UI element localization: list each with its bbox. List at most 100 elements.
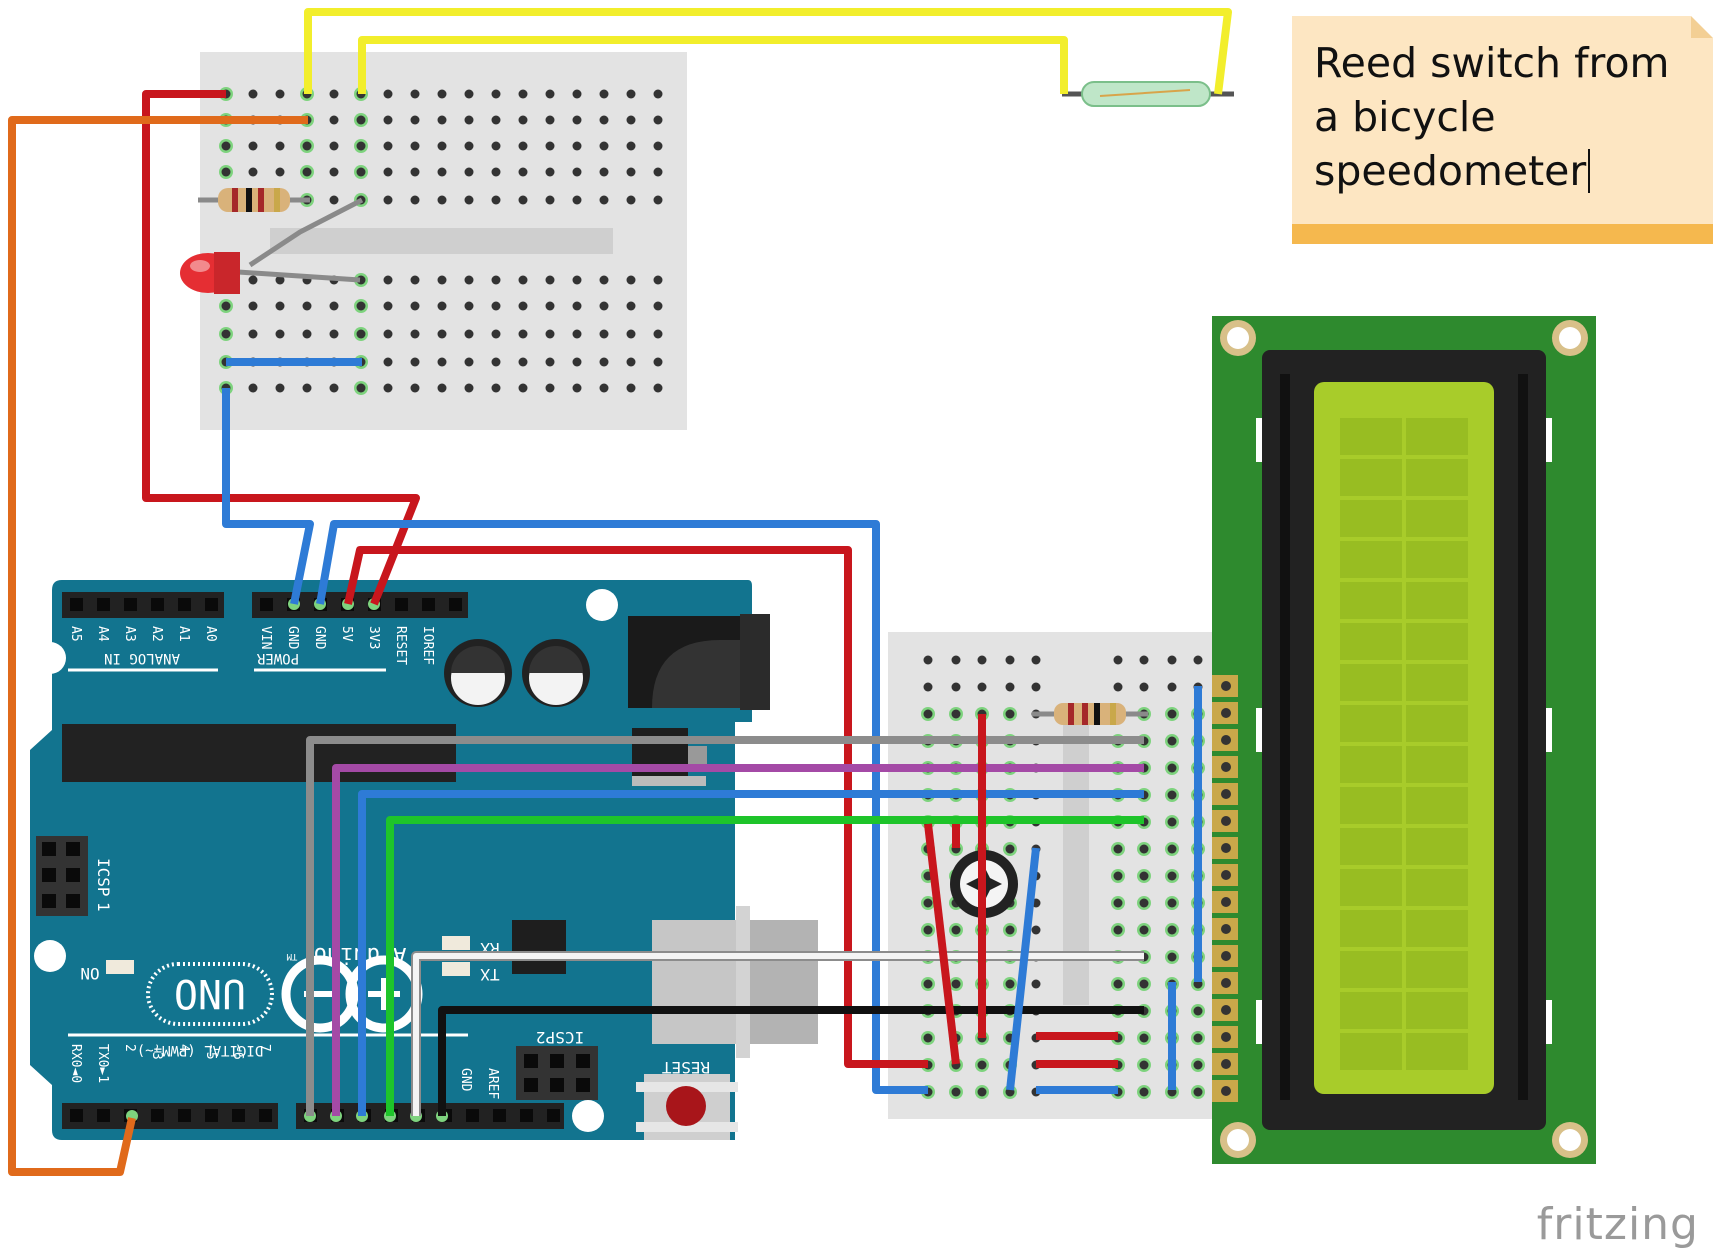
breadboard-hole — [383, 275, 393, 285]
breadboard-hole — [572, 115, 582, 125]
breadboard-hole — [653, 301, 663, 311]
usb-connector — [652, 906, 818, 1058]
breadboard-hole — [653, 195, 663, 205]
breadboard-top-channel — [270, 228, 613, 254]
breadboard-hole — [1167, 817, 1177, 827]
breadboard-hole — [437, 301, 447, 311]
breadboard-hole — [248, 329, 258, 339]
breadboard-hole — [437, 89, 447, 99]
breadboard-hole — [275, 141, 285, 151]
breadboard-hole — [599, 89, 609, 99]
breadboard-hole — [329, 195, 339, 205]
breadboard-hole — [1139, 871, 1149, 881]
breadboard-hole — [1139, 898, 1149, 908]
breadboard-hole — [653, 89, 663, 99]
lcd-cell — [1340, 746, 1402, 783]
lcd-cell — [1340, 787, 1402, 824]
breadboard-hole — [329, 89, 339, 99]
breadboard-hole — [923, 1033, 933, 1043]
breadboard-hole — [977, 655, 987, 665]
wire-black — [438, 1006, 1144, 1116]
breadboard-hole — [275, 329, 285, 339]
breadboard-hole — [491, 383, 501, 393]
breadboard-hole — [356, 329, 366, 339]
breadboard-hole — [653, 167, 663, 177]
breadboard-hole — [923, 655, 933, 665]
icsp2-label: ICSP2 — [536, 1028, 584, 1047]
breadboard-hole — [599, 195, 609, 205]
breadboard-hole — [410, 275, 420, 285]
breadboard-hole — [545, 329, 555, 339]
breadboard-hole — [356, 141, 366, 151]
pin-label: ~3 — [149, 1044, 164, 1060]
breadboard-hole — [923, 979, 933, 989]
breadboard-hole — [518, 357, 528, 367]
breadboard-hole — [518, 89, 528, 99]
breadboard-hole — [1031, 682, 1041, 692]
breadboard-hole — [329, 301, 339, 311]
breadboard-hole — [1113, 979, 1123, 989]
breadboard-hole — [410, 195, 420, 205]
lcd-cell — [1406, 951, 1468, 988]
breadboard-hole — [329, 329, 339, 339]
note-bar — [1292, 224, 1713, 244]
breadboard-hole — [1139, 925, 1149, 935]
lcd-16x2-display — [1212, 316, 1596, 1164]
breadboard-hole — [383, 195, 393, 205]
breadboard-hole — [923, 682, 933, 692]
breadboard-hole — [464, 195, 474, 205]
breadboard-hole — [977, 682, 987, 692]
wire-red-bb-2 — [924, 823, 960, 1065]
mount-hole — [34, 940, 66, 972]
breadboard-hole — [302, 167, 312, 177]
reset-button[interactable] — [636, 1074, 738, 1140]
breadboard-hole — [951, 682, 961, 692]
wire-orange — [8, 116, 308, 1176]
breadboard-hole — [599, 275, 609, 285]
breadboard-hole — [1005, 709, 1015, 719]
note-text-content: Reed switch from a bicycle speedometer — [1314, 39, 1670, 195]
breadboard-hole — [599, 301, 609, 311]
breadboard-hole — [275, 383, 285, 393]
breadboard-hole — [410, 89, 420, 99]
breadboard-hole — [329, 383, 339, 393]
breadboard-hole — [545, 141, 555, 151]
breadboard-hole — [572, 141, 582, 151]
breadboard-hole — [923, 898, 933, 908]
breadboard-hole — [383, 383, 393, 393]
breadboard-hole — [545, 357, 555, 367]
text-caret — [1588, 149, 1591, 193]
breadboard-hole — [653, 275, 663, 285]
breadboard-hole — [1113, 925, 1123, 935]
breadboard-hole — [1139, 1060, 1149, 1070]
breadboard-hole — [491, 357, 501, 367]
breadboard-hole — [1193, 1033, 1203, 1043]
breadboard-hole — [437, 329, 447, 339]
breadboard-hole — [1139, 1087, 1149, 1097]
breadboard-hole — [1005, 925, 1015, 935]
pin-label: GND — [312, 626, 327, 650]
breadboard-hole — [356, 167, 366, 177]
breadboard-hole — [437, 115, 447, 125]
breadboard-hole — [437, 383, 447, 393]
note-text[interactable]: Reed switch from a bicycle speedometer — [1314, 36, 1694, 198]
icsp-header — [36, 836, 88, 916]
breadboard-hole — [221, 301, 231, 311]
digital-header-low — [62, 1103, 278, 1129]
breadboard-hole — [572, 301, 582, 311]
red-led — [180, 197, 364, 294]
power-header — [252, 592, 468, 618]
breadboard-hole — [1031, 925, 1041, 935]
breadboard-hole — [1113, 871, 1123, 881]
sticky-note[interactable]: Reed switch from a bicycle speedometer — [1292, 16, 1713, 244]
breadboard-hole — [572, 329, 582, 339]
breadboard-hole — [221, 167, 231, 177]
breadboard-hole — [572, 167, 582, 177]
pin-label: RESET — [393, 626, 408, 665]
breadboard-hole — [626, 329, 636, 339]
lcd-cell — [1406, 705, 1468, 742]
pin-label: A4 — [95, 626, 110, 642]
breadboard-hole — [437, 141, 447, 151]
